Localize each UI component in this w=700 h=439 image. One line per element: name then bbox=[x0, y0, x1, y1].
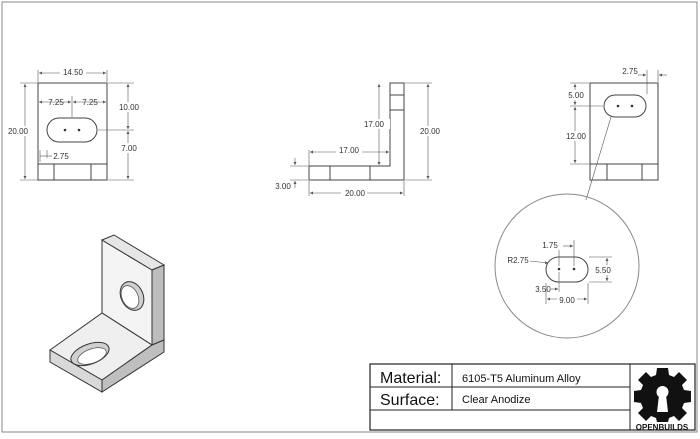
material-label: Material: bbox=[380, 370, 441, 387]
front-left-offset-dim: 7.25 bbox=[48, 98, 64, 107]
isometric-view bbox=[49, 234, 166, 393]
surface-value: Clear Anodize bbox=[462, 394, 531, 406]
detail-slot-height-dim: 5.50 bbox=[595, 266, 611, 275]
side-thickness-dim: 3.00 bbox=[275, 182, 291, 191]
detail-circle bbox=[494, 193, 640, 339]
right-view-outline bbox=[589, 82, 659, 181]
side-total-height-dim: 20.00 bbox=[420, 127, 441, 136]
right-upper-dim: 5.00 bbox=[568, 91, 584, 100]
sheet-border bbox=[1, 1, 698, 433]
front-view-slot bbox=[46, 117, 98, 143]
side-vertical-leg-dim: 17.00 bbox=[364, 120, 385, 129]
detail-slot-length-dim: 9.00 bbox=[559, 296, 575, 305]
front-slot-to-bottom-dim: 7.00 bbox=[121, 144, 137, 153]
right-view-slot bbox=[603, 94, 647, 118]
front-width-dim: 14.50 bbox=[63, 68, 84, 77]
right-lower-dim: 12.00 bbox=[566, 132, 587, 141]
front-height-dim: 20.00 bbox=[8, 127, 29, 136]
surface-label: Surface: bbox=[380, 392, 440, 409]
front-slot-radius-dim: 2.75 bbox=[53, 152, 69, 161]
side-leg-length-dim: 17.00 bbox=[339, 146, 360, 155]
detail-slot bbox=[545, 256, 589, 283]
material-value: 6105-T5 Aluminum Alloy bbox=[462, 373, 581, 385]
openbuilds-logo-text: OPENBUILDS bbox=[636, 423, 689, 432]
detail-edge-offset-dim: 3.50 bbox=[535, 285, 551, 294]
side-view: 17.00 17.00 20.00 20.00 3.00 bbox=[275, 82, 441, 198]
side-total-width-dim: 20.00 bbox=[345, 189, 366, 198]
right-view: 2.75 5.00 12.00 bbox=[563, 67, 667, 201]
front-view: 14.50 7.25 7.25 20.00 10.00 7.00 2.75 bbox=[6, 66, 141, 181]
title-block: Material: 6105-T5 Aluminum Alloy Surface… bbox=[369, 363, 696, 432]
detail-leader-line bbox=[585, 116, 612, 201]
front-view-outline bbox=[37, 82, 108, 181]
front-top-to-slot-dim: 10.00 bbox=[119, 103, 140, 112]
detail-radius-dim: R2.75 bbox=[507, 256, 529, 265]
detail-view: 1.75 R2.75 5.50 3.50 9.00 bbox=[494, 193, 640, 339]
gear-keyhole-icon bbox=[634, 368, 691, 422]
detail-hole-spacing-dim: 1.75 bbox=[542, 241, 558, 250]
front-right-offset-dim: 7.25 bbox=[82, 98, 98, 107]
right-top-offset-dim: 2.75 bbox=[622, 67, 638, 76]
side-view-profile bbox=[308, 82, 405, 181]
